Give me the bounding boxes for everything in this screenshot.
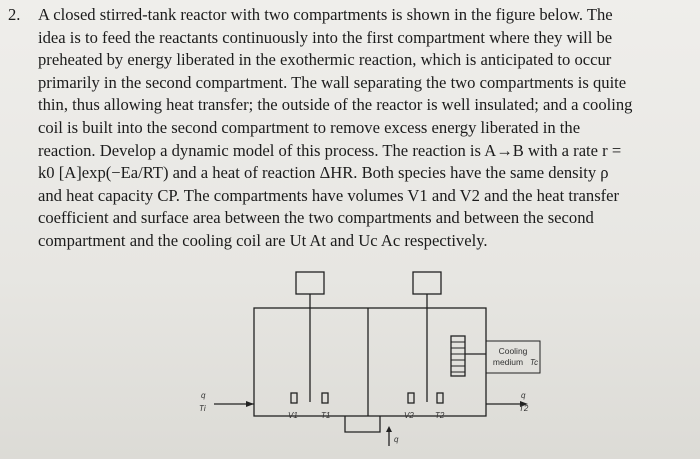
t1-label: T1 <box>321 411 330 420</box>
t2-label: T2 <box>435 411 445 420</box>
stirrer-motor-1 <box>295 271 325 295</box>
impeller-1b <box>321 392 329 404</box>
text-line-3: preheated by energy liberated in the exo… <box>38 50 612 70</box>
transfer-arrow <box>386 426 392 432</box>
text-line-7: reaction. Develop a dynamic model of thi… <box>38 140 622 160</box>
coolant-label-1: Cooling <box>499 346 528 356</box>
text-line-9: and heat capacity CP. The compartments h… <box>38 185 620 205</box>
outlet-arrow <box>520 401 528 407</box>
reactor-diagram: Cooling medium Tc q Ti q T2 q V1 T1 V2 T… <box>199 271 541 446</box>
impeller-2a <box>407 392 415 404</box>
impeller-1a <box>290 392 298 404</box>
bottom-flow-label: q <box>394 435 399 444</box>
coolant-symbol: Tc <box>530 358 538 367</box>
problem-number: 2. <box>8 5 21 24</box>
problem-text: 2. A closed stirred-tank reactor with tw… <box>8 4 692 253</box>
text-line-6: coil is built into the second compartmen… <box>38 117 581 137</box>
inlet-flow-label: q <box>201 391 206 400</box>
outlet-flow-label: q <box>521 391 526 400</box>
v1-label: V1 <box>288 411 298 420</box>
text-line-8: k0 [A]exp(−Ea/RT) and a heat of reaction… <box>38 163 609 183</box>
text-line-11: compartment and the cooling coil are Ut … <box>38 230 488 250</box>
text-line-1: A closed stirred-tank reactor with two c… <box>38 5 613 24</box>
transfer-line <box>344 416 381 433</box>
coolant-box <box>485 340 541 374</box>
text-line-4: primarily in the second compartment. The… <box>38 72 627 92</box>
outlet-temp-label: T2 <box>519 404 529 413</box>
text-line-2: idea is to feed the reactants continuous… <box>38 27 613 47</box>
text-line-5: thin, thus allowing heat transfer; the o… <box>38 95 633 115</box>
v2-label: V2 <box>404 411 414 420</box>
inlet-arrow <box>246 401 254 407</box>
impeller-2b <box>436 392 444 404</box>
inlet-temp-label: Ti <box>199 404 206 413</box>
cooling-coil <box>450 335 466 377</box>
text-line-10: coefficient and surface area between the… <box>38 208 594 228</box>
coolant-label-2: medium <box>493 357 523 367</box>
stirrer-motor-2 <box>412 271 442 295</box>
